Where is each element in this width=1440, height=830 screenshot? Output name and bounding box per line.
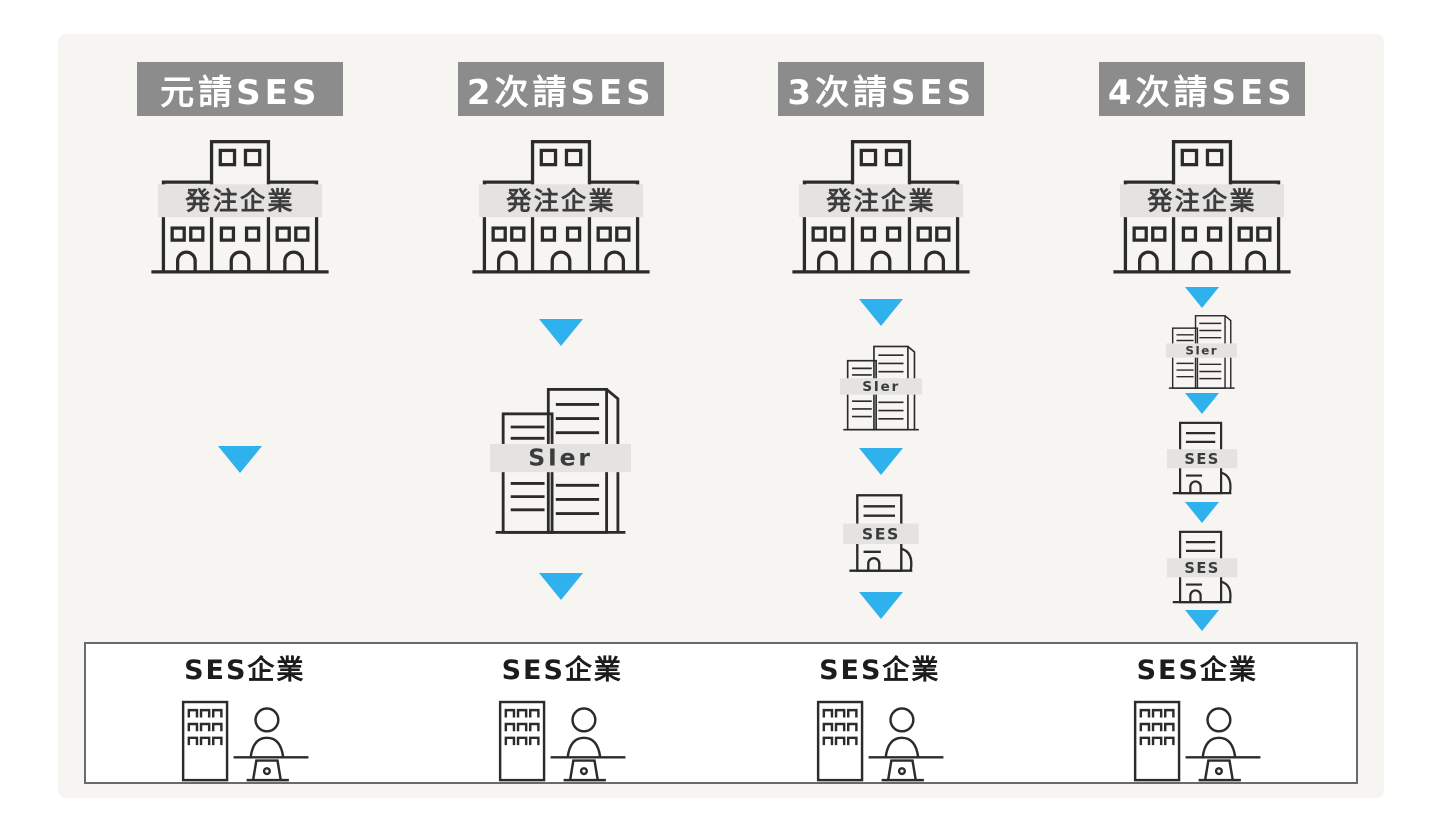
ses-company-icon (816, 700, 945, 782)
ses-company-icon (181, 700, 310, 782)
contract-flow: SIer SES (721, 278, 1042, 642)
ses-company-label: SES企業 (184, 655, 306, 686)
ses-company-cell: SES企業 (404, 644, 722, 785)
sier-company-icon: SIer (490, 380, 632, 538)
ses-label: SES (1184, 451, 1219, 468)
tier-column-prime: 元請SES 発注企業 (80, 62, 401, 642)
down-arrow-icon (1184, 610, 1219, 632)
client-company-icon: 発注企業 (788, 134, 974, 278)
tier-header: 2次請SES (457, 62, 664, 116)
tier-column-3rd: 3次請SES 発注企業 SIer (721, 62, 1042, 642)
client-company-label: 発注企業 (1146, 186, 1256, 215)
ses-companies-box: SES企業 SES企業 SES企業 SES企業 (84, 642, 1358, 784)
ses-company-cell: SES企業 (86, 644, 404, 785)
ses-company-label: SES企業 (819, 655, 941, 686)
down-arrow-icon (859, 447, 904, 475)
down-arrow-icon (538, 318, 583, 346)
down-arrow-icon (859, 299, 904, 327)
client-company-label: 発注企業 (185, 186, 295, 215)
ses-company-cell: SES企業 (1039, 644, 1357, 785)
down-arrow-icon (218, 445, 263, 473)
down-arrow-icon (1184, 393, 1219, 415)
client-company-icon: 発注企業 (1109, 134, 1295, 278)
sier-label: SIer (1185, 343, 1218, 357)
ses-company-cell: SES企業 (721, 644, 1039, 785)
ses-subcontractor-icon: SES (840, 489, 922, 577)
client-company-icon: 発注企業 (468, 134, 654, 278)
tier-column-4th: 4次請SES 発注企業 SIer (1042, 62, 1363, 642)
client-company-label: 発注企業 (826, 186, 936, 215)
client-company-label: 発注企業 (505, 186, 615, 215)
tier-header: 元請SES (137, 62, 344, 116)
tier-header: 4次請SES (1098, 62, 1305, 116)
contract-flow: SIer SES SES (1042, 278, 1363, 642)
ses-company-label: SES企業 (501, 655, 623, 686)
sier-company-icon: SIer (840, 341, 923, 433)
ses-label: SES (1184, 559, 1219, 576)
ses-label: SES (862, 525, 900, 544)
ses-tier-diagram: 元請SES 発注企業 2次請SES 発注企業 (58, 34, 1384, 798)
sier-label: SIer (529, 444, 593, 472)
ses-subcontractor-icon: SES (1164, 417, 1240, 499)
sier-label: SIer (862, 379, 900, 395)
ses-company-icon (499, 700, 627, 782)
tier-columns: 元請SES 発注企業 2次請SES 発注企業 (80, 62, 1362, 642)
ses-company-label: SES企業 (1136, 655, 1258, 686)
ses-subcontractor-icon: SES (1164, 526, 1240, 608)
tier-column-2nd: 2次請SES 発注企業 SIer (401, 62, 722, 642)
down-arrow-icon (1184, 287, 1219, 309)
client-company-icon: 発注企業 (147, 134, 333, 278)
contract-flow (80, 278, 401, 642)
ses-company-icon (1134, 700, 1262, 782)
down-arrow-icon (1184, 501, 1219, 523)
sier-company-icon: SIer (1166, 311, 1238, 391)
down-arrow-icon (859, 592, 904, 620)
down-arrow-icon (538, 572, 583, 600)
contract-flow: SIer (401, 278, 722, 642)
tier-header: 3次請SES (778, 62, 985, 116)
